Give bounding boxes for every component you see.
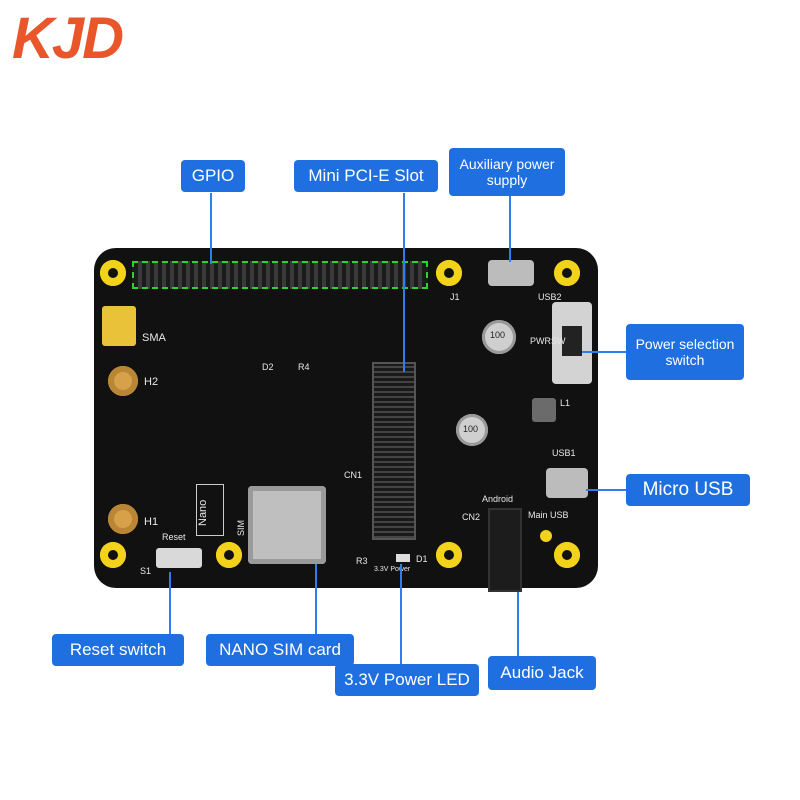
inductor-l1 [532, 398, 556, 422]
silk-h2: H2 [144, 376, 159, 388]
silk-h1: H1 [144, 516, 159, 528]
silk-d2: D2 [262, 362, 274, 372]
mount-hole-bottom-right [554, 542, 580, 568]
usb2-connector[interactable] [488, 260, 534, 286]
silk-r4: R4 [298, 362, 310, 372]
audio-jack-led [540, 530, 552, 542]
sim-card-slot[interactable] [248, 486, 326, 564]
usb1-connector[interactable] [546, 468, 588, 498]
silk-cn2: CN2 [462, 512, 481, 522]
silk-usb2: USB2 [538, 292, 562, 302]
antenna-connector-h2 [108, 366, 138, 396]
reset-button[interactable] [156, 548, 202, 568]
mount-hole-bottom-mid-left [216, 542, 242, 568]
power-led [396, 554, 410, 562]
label-power-led: 3.3V Power LED [335, 664, 479, 696]
label-audio-jack: Audio Jack [488, 656, 596, 690]
silk-cap-100-bottom: 100 [463, 424, 479, 434]
silk-cap-100-top: 100 [490, 330, 506, 340]
silk-l1: L1 [560, 398, 571, 408]
silk-android: Android [482, 494, 514, 504]
silk-r3: R3 [356, 556, 368, 566]
pcb-board: SMA H2 H1 Reset S1 Nano SIM CN1 R3 3.3V … [94, 248, 598, 592]
silk-d1: D1 [416, 554, 428, 564]
mini-pcie-slot[interactable] [372, 362, 416, 540]
nano-marker-box [196, 484, 224, 536]
mount-hole-top-mid [436, 260, 462, 286]
label-nano-sim: NANO SIM card [206, 634, 354, 666]
label-aux-power: Auxiliary power supply [449, 148, 565, 196]
capacitor-top [482, 320, 516, 354]
sma-pad [102, 306, 136, 346]
brand-logo: KJD [12, 6, 125, 66]
mount-hole-bottom-mid [436, 542, 462, 568]
silk-cn1: CN1 [344, 470, 363, 480]
silk-s1: S1 [140, 566, 152, 576]
power-switch-knob[interactable] [562, 326, 582, 356]
brand-logo-text: KJD [12, 6, 123, 66]
label-reset: Reset switch [52, 634, 184, 666]
silk-usb1: USB1 [552, 448, 576, 458]
mount-hole-top-left [100, 260, 126, 286]
silk-reset: Reset [162, 532, 186, 542]
mount-hole-top-right [554, 260, 580, 286]
silk-pwrsw: PWRSW [530, 336, 566, 346]
silk-sma: SMA [142, 332, 166, 344]
antenna-connector-h1 [108, 504, 138, 534]
label-micro-usb: Micro USB [626, 474, 750, 506]
gpio-header [132, 261, 428, 289]
silk-power-3v3: 3.3V Power [374, 566, 411, 573]
label-mini-pcie: Mini PCI-E Slot [294, 160, 438, 192]
silk-j1: J1 [450, 292, 460, 302]
capacitor-bottom [456, 414, 488, 446]
silk-main-usb: Main USB [528, 510, 569, 520]
mount-hole-bottom-left [100, 542, 126, 568]
power-selection-switch[interactable] [552, 302, 592, 384]
label-gpio: GPIO [181, 160, 245, 192]
audio-jack[interactable] [488, 508, 522, 592]
label-power-select: Power selection switch [626, 324, 744, 380]
